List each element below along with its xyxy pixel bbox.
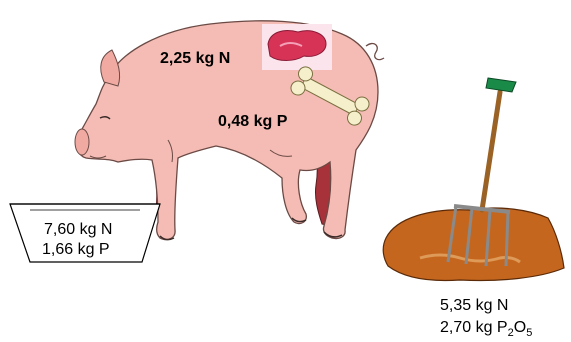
meat-icon xyxy=(262,24,332,70)
manure-phosphate-prefix: 2,70 kg P xyxy=(440,319,508,336)
feed-phosphorus-label: 1,66 kg P xyxy=(42,242,110,258)
feed-nitrogen-label: 7,60 kg N xyxy=(44,222,112,238)
bone-phosphorus-label: 0,48 kg P xyxy=(218,114,287,130)
manure-phosphate-sub5: 5 xyxy=(526,327,532,339)
manure-phosphate-oxygen: O xyxy=(514,319,526,336)
meat-nitrogen-label: 2,25 kg N xyxy=(160,51,230,67)
manure-nitrogen-label: 5,35 kg N xyxy=(440,298,508,314)
manure-phosphate-label: 2,70 kg P2O5 xyxy=(440,320,532,336)
manure-pile-icon xyxy=(383,208,564,281)
